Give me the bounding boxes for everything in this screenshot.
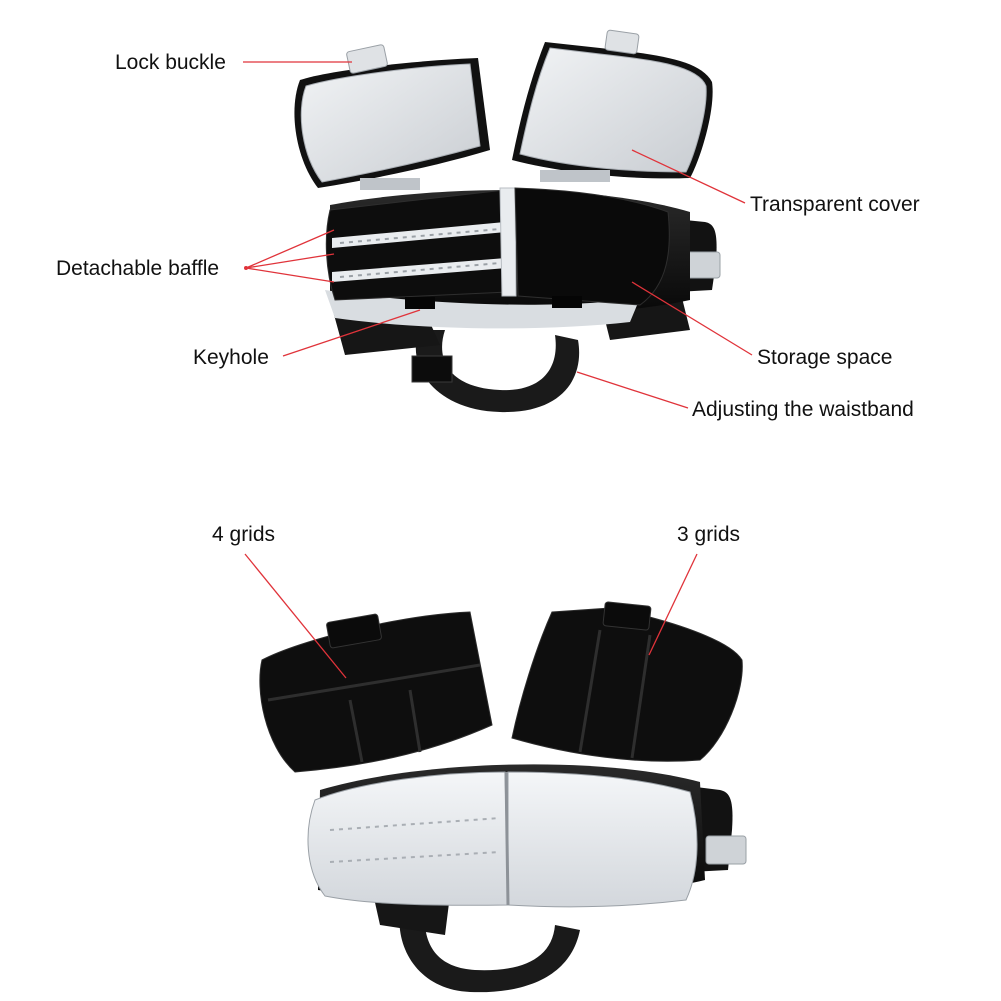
bottom-box-photo xyxy=(259,601,747,993)
adjusting-waistband-label: Adjusting the waistband xyxy=(692,398,914,421)
keyhole-label: Keyhole xyxy=(193,346,269,369)
detachable-baffle-label: Detachable baffle xyxy=(56,257,220,280)
leader-lines xyxy=(243,61,753,679)
lock-buckle xyxy=(346,44,388,74)
left-clear-lid xyxy=(294,44,490,190)
four-grids-label: 4 grids xyxy=(212,523,276,546)
right-clear-lid xyxy=(512,29,713,182)
three-grids-label: 3 grids xyxy=(677,523,741,546)
storage-space-label: Storage space xyxy=(757,346,893,369)
transparent-cover-label: Transparent cover xyxy=(750,193,920,216)
baffle xyxy=(332,222,506,248)
waist-strap xyxy=(415,330,580,413)
lock-buckle-label: Lock buckle xyxy=(115,51,226,74)
right-black-lid xyxy=(511,601,743,762)
left-black-lid xyxy=(259,611,493,773)
top-box-photo xyxy=(294,29,721,413)
baffle xyxy=(332,258,507,282)
